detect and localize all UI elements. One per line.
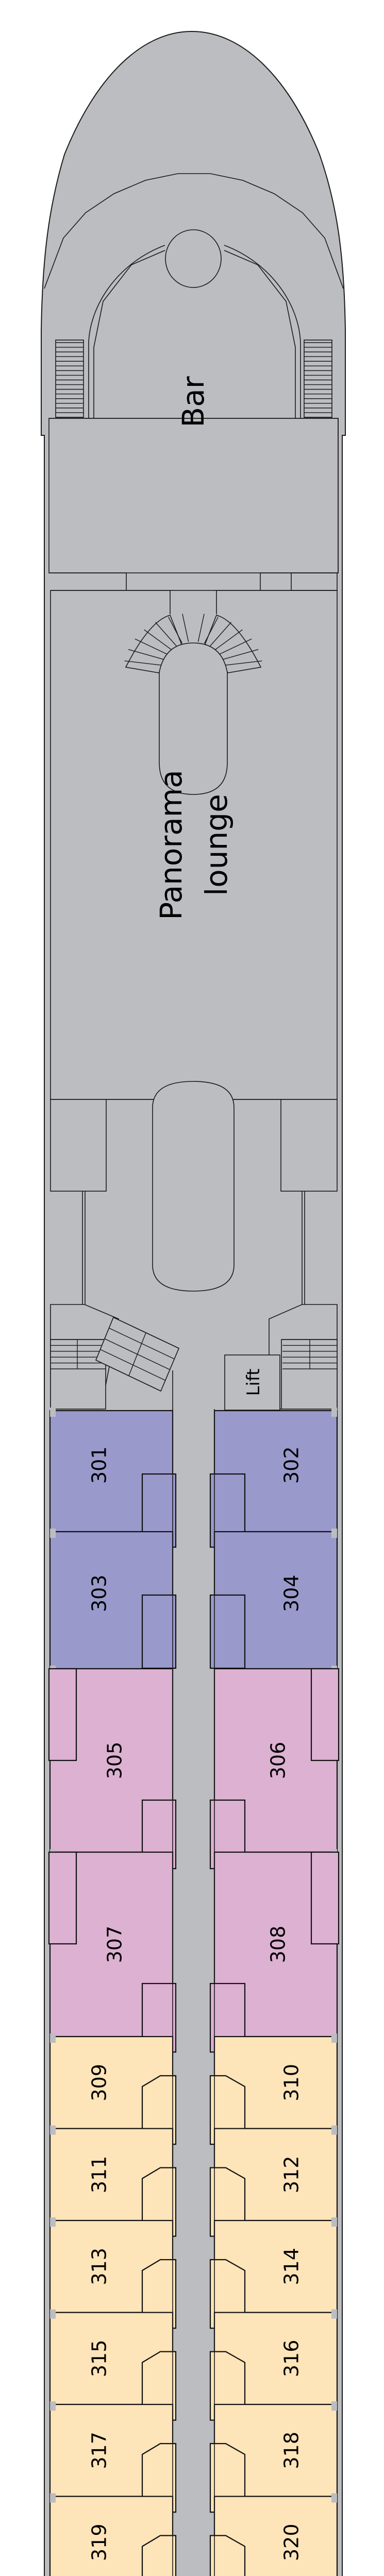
atrium-void	[152, 1081, 235, 1292]
cabin-number: 306	[267, 1742, 290, 1780]
panorama-label-line2: lounge	[199, 794, 234, 896]
bow-area	[44, 173, 344, 418]
cabin-number: 317	[88, 2432, 111, 2469]
cabin-number: 303	[88, 1574, 111, 1612]
lobby: Lift	[50, 1081, 338, 1412]
panorama-label-line1: Panorama	[154, 770, 189, 920]
cabin-number: 316	[280, 2340, 303, 2377]
cabin-315[interactable]: 315	[49, 2309, 177, 2421]
central-corridor	[173, 1409, 214, 2576]
cabin-number: 301	[88, 1446, 111, 1484]
cabin-307[interactable]: 307	[48, 1849, 177, 2053]
cabin-312[interactable]: 312	[209, 2125, 338, 2237]
cabin-number: 318	[280, 2432, 303, 2469]
lift-label: Lift	[243, 1368, 264, 1396]
bow-stairs-port	[55, 340, 84, 418]
cabin-number: 320	[280, 2523, 303, 2561]
spiral-staircase	[124, 614, 262, 795]
cabin-number: 315	[88, 2340, 111, 2377]
cabin-number: 305	[104, 1742, 126, 1780]
cabin-303[interactable]: 303	[49, 1529, 177, 1670]
cabin-308[interactable]: 308	[209, 1849, 340, 2053]
lift	[224, 1354, 280, 1411]
cabin-304[interactable]: 304	[209, 1529, 338, 1670]
cabin-314[interactable]: 314	[209, 2217, 338, 2329]
cabin-317[interactable]: 317	[49, 2401, 177, 2513]
cabin-number: 308	[267, 1926, 290, 1963]
bar-label: Bar	[176, 376, 211, 427]
cabin-311[interactable]: 311	[49, 2125, 177, 2237]
cabin-blocks: 301 302 303 304 305 306 307 308 309 310 311 312 313 3…	[48, 1408, 340, 2576]
cabin-310[interactable]: 310	[209, 2033, 338, 2145]
cabin-number: 302	[280, 1446, 303, 1484]
cabin-320[interactable]: 320	[209, 2493, 338, 2576]
cabin-301[interactable]: 301	[49, 1408, 177, 1548]
cabin-number: 304	[280, 1574, 303, 1612]
cabin-number: 309	[88, 2064, 111, 2102]
bow-mast-base	[165, 229, 222, 288]
cabin-306[interactable]: 306	[209, 1666, 340, 1870]
cabin-number: 311	[88, 2156, 111, 2193]
cabin-302[interactable]: 302	[209, 1408, 338, 1548]
cabin-number: 310	[280, 2064, 303, 2102]
cabin-number: 312	[280, 2156, 303, 2193]
cabin-313[interactable]: 313	[49, 2217, 177, 2329]
cabin-316[interactable]: 316	[209, 2309, 338, 2421]
cabin-305[interactable]: 305	[48, 1666, 177, 1870]
cabin-number: 314	[280, 2248, 303, 2285]
cabin-number: 307	[104, 1926, 126, 1963]
cabin-318[interactable]: 318	[209, 2401, 338, 2513]
cabin-number: 319	[88, 2523, 111, 2561]
cabin-319[interactable]: 319	[49, 2493, 177, 2576]
bar-area: Bar	[48, 376, 339, 591]
cabin-309[interactable]: 309	[49, 2033, 177, 2145]
panorama-lounge: Panorama lounge	[50, 590, 338, 1100]
cabin-number: 313	[88, 2248, 111, 2285]
bow-stairs-starboard	[304, 340, 332, 418]
